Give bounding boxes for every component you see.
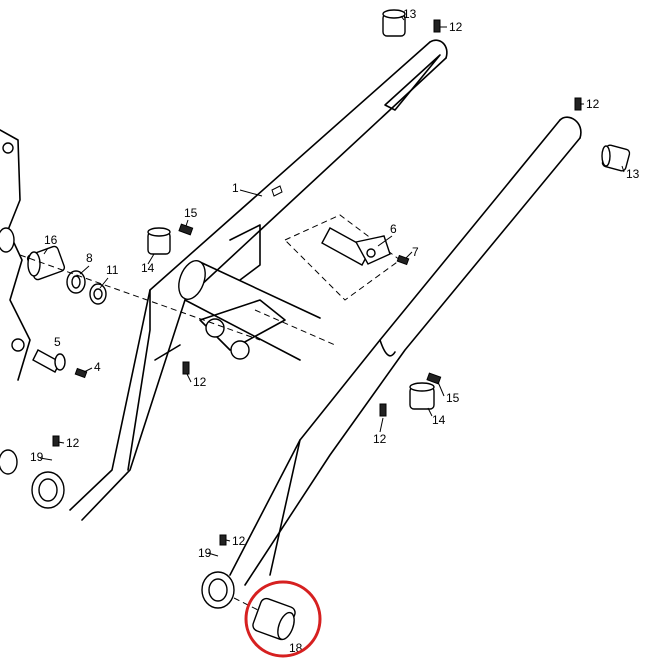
bolt-7 xyxy=(396,254,410,266)
grease-fitting-12-left xyxy=(52,435,60,447)
grease-fitting-12-bottom xyxy=(219,534,227,546)
washer-11 xyxy=(89,283,107,305)
left-boom-arm xyxy=(69,39,448,521)
bolt-4 xyxy=(74,367,88,379)
grease-fitting-12-mid xyxy=(182,361,190,375)
bushing-14-left xyxy=(147,227,171,255)
callout-8: 8 xyxy=(86,251,93,265)
grease-fitting-12-top xyxy=(433,19,441,33)
bushing-14-right xyxy=(409,382,435,410)
callout-13-top: 13 xyxy=(403,7,417,21)
pin-5 xyxy=(32,349,66,373)
bolt-15-right xyxy=(426,372,442,385)
callout-12-mid: 12 xyxy=(193,375,207,389)
callout-16: 16 xyxy=(44,233,58,247)
callout-12-top: 12 xyxy=(449,20,463,34)
callout-labels: 1 4 5 6 7 8 11 12 12 12 12 12 12 13 13 1… xyxy=(30,7,640,655)
right-pivot-eye xyxy=(201,571,263,613)
axis-line-left xyxy=(19,254,261,341)
callout-13-right: 13 xyxy=(626,167,640,181)
callout-1: 1 xyxy=(232,181,239,195)
bushing-16 xyxy=(26,245,66,281)
callout-7: 7 xyxy=(412,245,419,259)
grease-fitting-12-lower-right xyxy=(379,403,387,417)
callout-15-right: 15 xyxy=(446,391,460,405)
callout-12-right: 12 xyxy=(586,97,600,111)
callout-19-left: 19 xyxy=(30,450,44,464)
bushing-13-right xyxy=(601,144,631,172)
callout-6: 6 xyxy=(390,222,397,236)
bolt-15-left xyxy=(178,223,194,236)
highlight-circle xyxy=(244,580,322,658)
callout-19-bottom: 19 xyxy=(198,546,212,560)
callout-4: 4 xyxy=(94,360,101,374)
right-boom-arm xyxy=(229,116,582,586)
left-frame xyxy=(0,129,31,475)
callout-14-left: 14 xyxy=(141,261,155,275)
pin-6 xyxy=(321,227,391,266)
callout-12-lower-right: 12 xyxy=(373,432,387,446)
leader-lines xyxy=(39,15,625,557)
callout-5: 5 xyxy=(54,335,61,349)
bushing-18 xyxy=(252,597,296,641)
callout-11: 11 xyxy=(106,263,119,277)
callout-15-left: 15 xyxy=(184,206,198,220)
left-pivot-eye xyxy=(31,471,65,509)
callout-12-bottom: 12 xyxy=(232,534,246,548)
cross-tube xyxy=(178,214,401,361)
callout-12-left: 12 xyxy=(66,436,80,450)
washer-8 xyxy=(66,270,86,294)
bushing-13-top xyxy=(382,9,406,37)
callout-14-right: 14 xyxy=(432,413,446,427)
